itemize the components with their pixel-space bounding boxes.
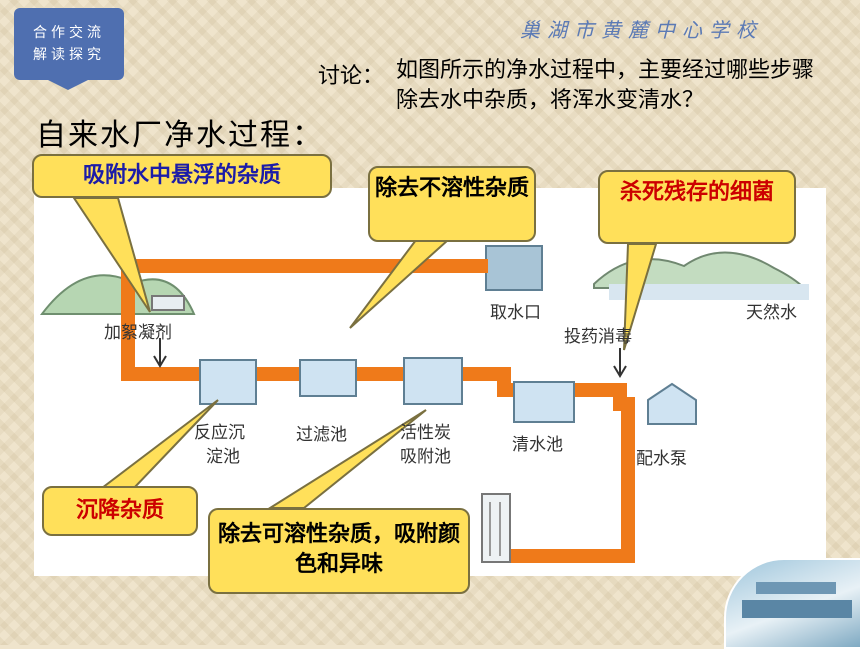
tail-adsorb [72,197,151,313]
lab-photo-bench [742,600,852,618]
label-natural-water: 天然水 [746,303,797,323]
pipe-intake [121,259,488,381]
filter-tank [299,359,357,397]
label-filter-tank: 过滤池 [296,425,347,445]
tail-settle [99,399,219,489]
label-disinfect: 投药消毒 [564,327,632,347]
building [481,493,511,563]
carbon-tank [403,357,463,405]
label-intake: 取水口 [490,303,541,323]
natural-water-body [609,284,809,300]
discussion-label: 讨论： [318,64,385,89]
lab-photo [724,558,860,649]
page-title: 自来水厂净水过程： [36,118,324,153]
label-reaction-tank-1: 反应沉 [194,423,245,443]
reaction-tank [199,359,257,405]
hill-right [593,251,807,289]
label-pump: 配水泵 [636,449,687,469]
callout-kill-bacteria: 杀死残存的细菌 [598,170,796,244]
badge-line-1: 合作交流 [33,25,105,41]
intake-box [485,245,543,291]
callout-adsorb-suspended: 吸附水中悬浮的杂质 [32,154,332,198]
label-clear-tank: 清水池 [512,435,563,455]
label-add-coagulant: 加絮凝剂 [104,323,172,343]
pipe-distribution [510,383,635,563]
disinfect-arrow-icon [613,348,627,378]
clear-water-tank [513,381,575,423]
coagulant-arrow-icon [153,338,167,368]
callout-settle-impurities: 沉降杂质 [42,486,198,536]
label-carbon-tank-1: 活性炭 [400,423,451,443]
tail-insoluble [349,239,451,329]
school-name: 巢湖市黄麓中心学校 [520,18,763,42]
pump-house [647,382,697,425]
label-reaction-tank-2: 淀池 [206,447,240,467]
label-carbon-tank-2: 吸附池 [400,447,451,467]
coagulant-station [151,295,185,311]
callout-remove-insoluble: 除去不溶性杂质 [368,166,536,242]
callout-tails [72,197,658,509]
water-purification-diagram [39,197,809,563]
tail-bacteria [623,243,658,351]
section-badge: 合作交流 解读探究 [14,8,124,90]
callout-remove-soluble: 除去可溶性杂质，吸附颜色和异味 [208,508,470,594]
tanks [199,357,697,425]
lab-photo-shelf [756,582,836,594]
badge-line-2: 解读探究 [33,47,105,63]
discussion-text: 如图所示的净水过程中，主要经过哪些步骤除去水中杂质，将浑水变清水？ [396,58,815,113]
